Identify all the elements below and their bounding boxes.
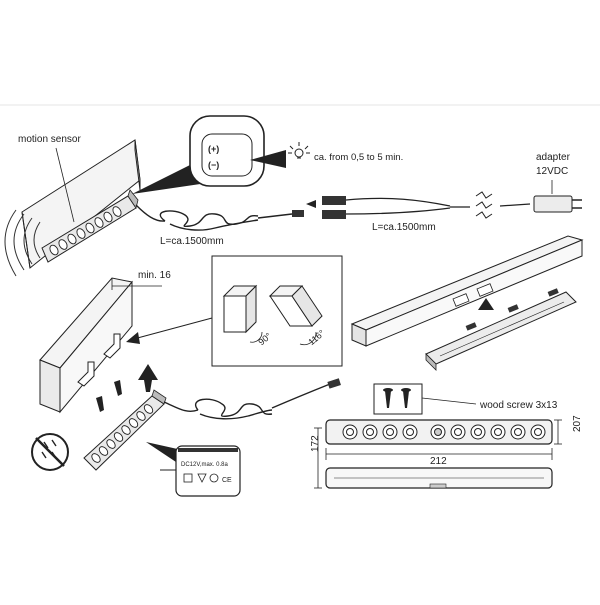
track-connectors bbox=[465, 288, 559, 331]
break-marks bbox=[475, 191, 493, 219]
adapter-label: adapter bbox=[536, 152, 571, 163]
motion-sensor-label: motion sensor bbox=[18, 134, 81, 145]
connector-male-2 bbox=[327, 378, 341, 389]
led-bar-bottom-leds bbox=[91, 404, 154, 463]
dim-width-label: 212 bbox=[430, 456, 447, 467]
connector-male-1 bbox=[292, 210, 304, 217]
cabinet-top-left bbox=[21, 139, 141, 269]
cable-coil-top bbox=[135, 204, 293, 231]
bracket-leader bbox=[129, 317, 213, 341]
min-depth-label: min. 16 bbox=[138, 270, 171, 281]
sensor-waves bbox=[4, 209, 41, 277]
sensor-zoom-detail: (+) (−) bbox=[189, 115, 265, 187]
y-splitter bbox=[322, 196, 470, 219]
brackets-mounted bbox=[77, 333, 121, 387]
arrow-clip-insert bbox=[478, 298, 494, 310]
bracket-leader-tip bbox=[126, 332, 140, 344]
driver-callout-wedge bbox=[146, 442, 182, 462]
arrow-connect-1 bbox=[306, 200, 316, 208]
cable-coil-bottom bbox=[163, 383, 331, 420]
arrow-up-mount bbox=[138, 364, 158, 392]
voltage-label: 12VDC bbox=[536, 166, 568, 177]
led-bar-top-leds bbox=[49, 206, 122, 256]
driver-label: DC12V,max. 0.8a bbox=[181, 462, 228, 468]
wood-screw-label: wood screw 3x13 bbox=[479, 400, 558, 411]
svg-text:CE: CE bbox=[222, 477, 232, 484]
driver-symbols: CE bbox=[183, 473, 232, 484]
shelf-board bbox=[350, 235, 584, 347]
dim-height-label: 207 bbox=[572, 415, 583, 432]
dimension-lines bbox=[314, 419, 562, 489]
screw-icons-mounting bbox=[96, 380, 122, 412]
led-bar-dimension-view bbox=[325, 419, 553, 489]
bulb-icon bbox=[288, 142, 310, 159]
adapter-icon bbox=[533, 195, 582, 213]
bracket-detail-panel bbox=[211, 255, 343, 367]
wood-screw-leader bbox=[421, 397, 477, 405]
driver-box bbox=[175, 445, 241, 497]
wood-screw-box bbox=[373, 383, 423, 415]
zoom-pointer bbox=[250, 150, 286, 168]
motion-sensor-leader bbox=[55, 147, 75, 223]
adapter-cable bbox=[499, 203, 531, 207]
svg-text:(+): (+) bbox=[208, 144, 219, 154]
cable-length-1: L=ca.1500mm bbox=[160, 236, 224, 247]
no-water-icon bbox=[31, 433, 69, 471]
led-track-right bbox=[425, 291, 577, 371]
mounting-clips bbox=[452, 283, 494, 307]
cable-length-2: L=ca.1500mm bbox=[372, 222, 436, 233]
cabinet-mid-left bbox=[39, 277, 133, 414]
svg-text:(−): (−) bbox=[208, 160, 219, 170]
time-range-label: ca. from 0,5 to 5 min. bbox=[314, 152, 403, 163]
dim-length-label: 172 bbox=[310, 435, 321, 452]
